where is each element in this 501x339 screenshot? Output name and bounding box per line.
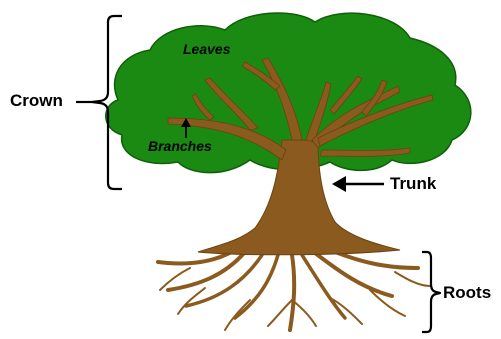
root (302, 255, 345, 318)
branches-label: Branches (148, 138, 212, 154)
root (268, 300, 292, 326)
trunk-arrow (332, 176, 384, 192)
arrow-head (332, 176, 346, 192)
tree-roots (158, 250, 430, 330)
trunk-label: Trunk (390, 174, 436, 194)
roots-bracket (422, 252, 440, 332)
root (395, 272, 430, 286)
root (292, 300, 316, 326)
roots-label: Roots (443, 283, 491, 303)
crown-label: Crown (10, 91, 63, 111)
leaves-label: Leaves (183, 41, 230, 57)
bracket-line (422, 252, 440, 332)
root (290, 255, 294, 330)
